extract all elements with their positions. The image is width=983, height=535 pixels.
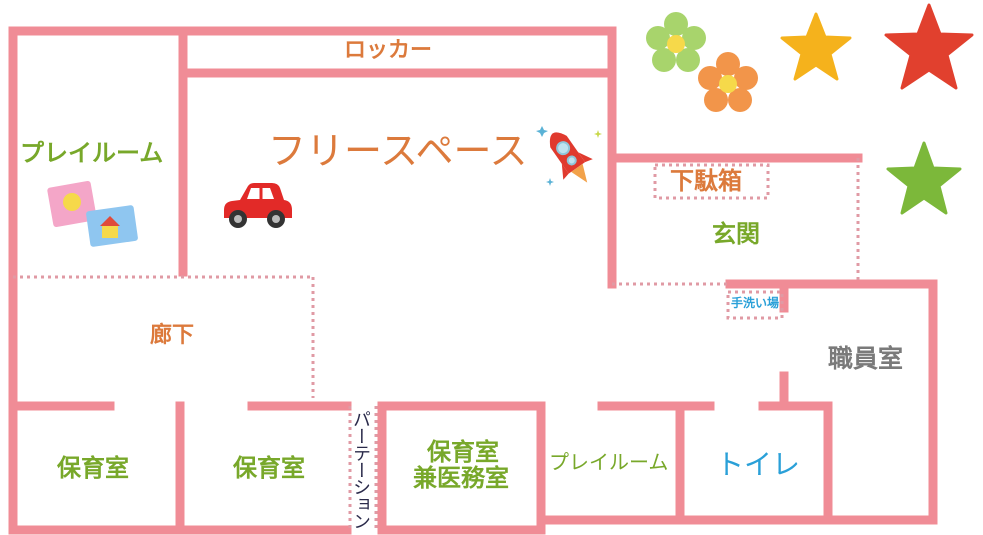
car-icon	[224, 183, 292, 228]
room-label-partition: パーテーション	[350, 410, 371, 529]
room-label-nursery-medical-line1: 保育室	[427, 438, 499, 466]
green-star-icon	[886, 141, 962, 215]
red-star-icon	[884, 3, 974, 90]
picture-books-icon	[47, 180, 138, 247]
room-label-nursery-2: 保育室	[233, 454, 305, 482]
room-label-play-room-left: プレイルーム	[20, 139, 164, 167]
room-label-free-space: フリースペース	[268, 129, 528, 173]
flowers-icon	[646, 12, 758, 112]
room-label-nursery-1: 保育室	[57, 454, 129, 482]
walls	[8, 26, 938, 535]
dotted-boundaries	[13, 158, 860, 530]
room-label-toilet: トイレ	[716, 448, 801, 481]
room-label-hand-wash: 手洗い場	[731, 296, 780, 310]
room-label-play-room-bottom: プレイルーム	[549, 450, 669, 474]
rocket-icon	[536, 126, 602, 186]
room-label-corridor: 廊下	[150, 323, 195, 348]
room-label-staff-room: 職員室	[828, 344, 904, 373]
room-label-nursery-medical-line2: 兼医務室	[413, 464, 509, 492]
room-label-shoe-box: 下駄箱	[670, 167, 742, 195]
room-label-locker: ロッカー	[344, 38, 433, 63]
orange-star-icon	[780, 12, 852, 81]
room-label-entrance: 玄関	[712, 220, 760, 248]
